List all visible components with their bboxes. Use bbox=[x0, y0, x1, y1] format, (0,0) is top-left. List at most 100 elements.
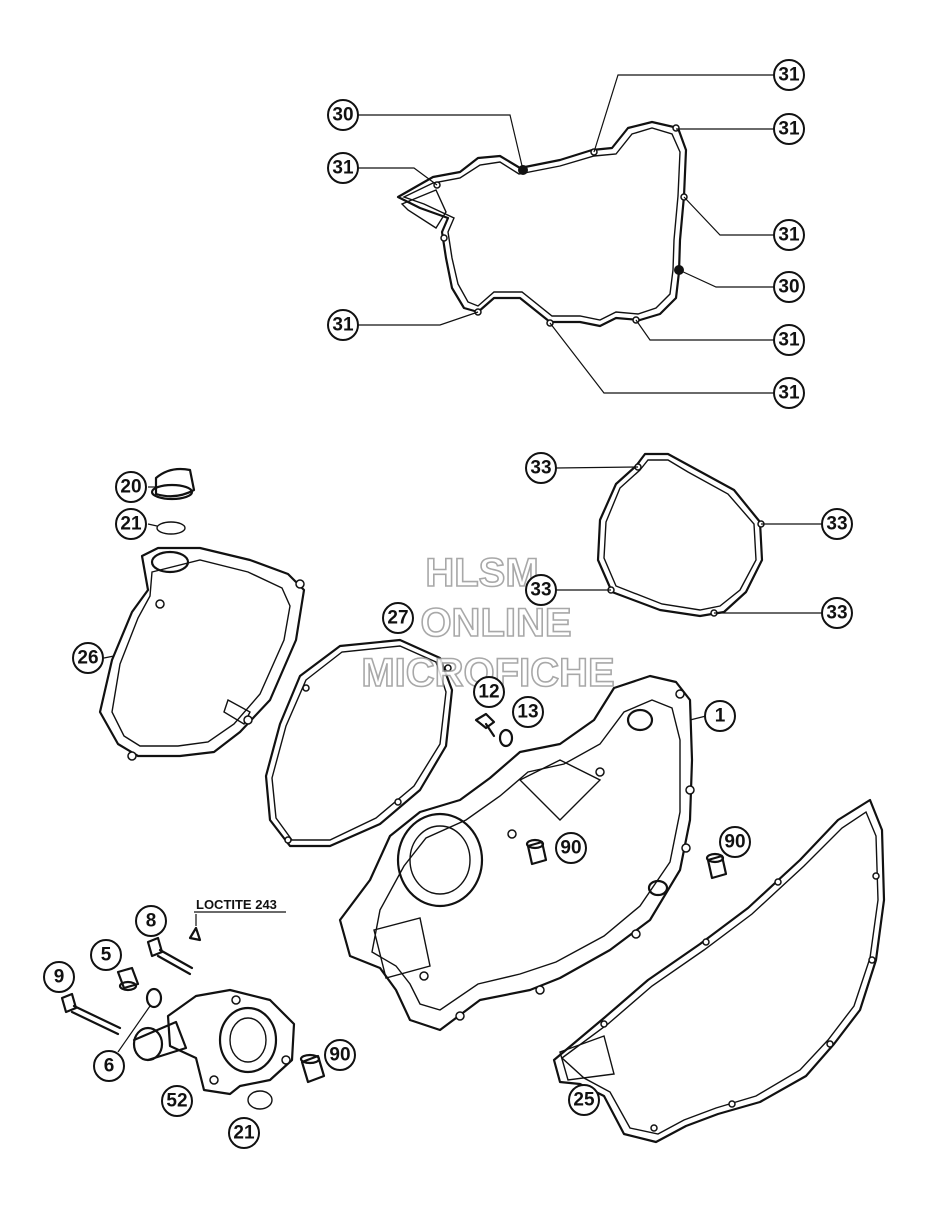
dowel-90-a bbox=[525, 838, 548, 866]
callout-30-b: 30 bbox=[773, 271, 805, 303]
svg-text:26: 26 bbox=[77, 648, 98, 669]
clutch-cover-gasket-27 bbox=[264, 638, 454, 848]
callout-33-b: 33 bbox=[821, 508, 853, 540]
leader-26 bbox=[103, 655, 115, 659]
svg-text:33: 33 bbox=[826, 603, 847, 624]
callout-33-a: 33 bbox=[525, 452, 557, 484]
callout-26: 26 bbox=[72, 642, 104, 674]
hole bbox=[681, 843, 691, 853]
svg-text:25: 25 bbox=[573, 1090, 595, 1111]
callout-31-c: 31 bbox=[327, 152, 359, 184]
callout-90-c: 90 bbox=[324, 1039, 356, 1071]
svg-text:1: 1 bbox=[715, 706, 726, 727]
callout-12: 12 bbox=[473, 676, 505, 708]
washer-6 bbox=[145, 987, 163, 1009]
svg-text:8: 8 bbox=[146, 911, 157, 932]
hole bbox=[600, 1020, 608, 1028]
hole bbox=[675, 689, 685, 699]
hole bbox=[444, 664, 452, 672]
callout-33-c: 33 bbox=[525, 574, 557, 606]
svg-text:31: 31 bbox=[778, 225, 800, 246]
leader-6 bbox=[117, 1005, 151, 1053]
callout-31-e: 31 bbox=[327, 309, 359, 341]
callout-30-a: 30 bbox=[327, 99, 359, 131]
callout-31-a: 31 bbox=[773, 59, 805, 91]
watermark-line2: ONLINE bbox=[420, 601, 571, 645]
svg-text:31: 31 bbox=[332, 158, 354, 179]
callout-5: 5 bbox=[90, 939, 122, 971]
oil-filler-plug-20 bbox=[150, 467, 196, 501]
svg-text:27: 27 bbox=[387, 608, 408, 629]
callout-90-b: 90 bbox=[719, 826, 751, 858]
callout-31-b: 31 bbox=[773, 113, 805, 145]
hole bbox=[685, 785, 695, 795]
hole bbox=[702, 938, 710, 946]
hole bbox=[868, 956, 876, 964]
dowel-90-c bbox=[299, 1053, 326, 1084]
callout-6: 6 bbox=[93, 1050, 125, 1082]
bolt-9 bbox=[60, 992, 122, 1036]
leader-21-a bbox=[147, 523, 158, 527]
hole bbox=[595, 767, 605, 777]
svg-text:90: 90 bbox=[724, 832, 745, 853]
ignition-cover-gasket-33 bbox=[596, 452, 765, 618]
hole bbox=[155, 599, 165, 609]
hole bbox=[243, 715, 253, 725]
hole bbox=[826, 1040, 834, 1048]
leader-1 bbox=[689, 715, 707, 721]
svg-text:5: 5 bbox=[101, 945, 112, 966]
clutch-cover-gasket-top bbox=[396, 120, 688, 328]
dowel-90-b bbox=[705, 852, 728, 880]
callout-31-g: 31 bbox=[773, 377, 805, 409]
callout-33-d: 33 bbox=[821, 597, 853, 629]
hole bbox=[672, 124, 680, 132]
hole bbox=[281, 1055, 291, 1065]
callout-52: 52 bbox=[161, 1085, 193, 1117]
hole bbox=[302, 684, 310, 692]
svg-text:31: 31 bbox=[778, 383, 800, 404]
svg-text:33: 33 bbox=[826, 514, 847, 535]
svg-text:90: 90 bbox=[560, 838, 581, 859]
svg-text:31: 31 bbox=[778, 65, 800, 86]
hole bbox=[295, 579, 305, 589]
callout-1: 1 bbox=[704, 700, 736, 732]
leader-lines-top bbox=[358, 74, 774, 394]
clutch-cover-1 bbox=[338, 674, 695, 1032]
callout-9: 9 bbox=[43, 961, 75, 993]
callout-31-d: 31 bbox=[773, 219, 805, 251]
svg-text:21: 21 bbox=[120, 514, 142, 535]
hole bbox=[631, 929, 641, 939]
svg-text:13: 13 bbox=[517, 702, 538, 723]
svg-text:33: 33 bbox=[530, 580, 551, 601]
callout-31-f: 31 bbox=[773, 324, 805, 356]
leader-lines-33 bbox=[555, 466, 822, 614]
o-ring-21-a bbox=[156, 521, 186, 535]
gasket-holes-top bbox=[433, 124, 688, 327]
hole bbox=[455, 1011, 465, 1021]
svg-text:33: 33 bbox=[530, 458, 551, 479]
water-pump-cover-52 bbox=[132, 988, 296, 1096]
hole bbox=[419, 971, 429, 981]
svg-text:31: 31 bbox=[332, 315, 354, 336]
svg-text:90: 90 bbox=[329, 1045, 350, 1066]
bolt-8 bbox=[146, 936, 194, 976]
hole bbox=[650, 1124, 658, 1132]
hole bbox=[774, 878, 782, 886]
hole bbox=[440, 234, 448, 242]
clutch-cover-26 bbox=[98, 546, 306, 761]
callout-27: 27 bbox=[382, 602, 414, 634]
hole bbox=[394, 798, 402, 806]
callout-21-b: 21 bbox=[228, 1117, 260, 1149]
svg-text:52: 52 bbox=[166, 1091, 187, 1112]
hole bbox=[209, 1075, 219, 1085]
plug-5 bbox=[116, 966, 140, 992]
callout-13: 13 bbox=[512, 696, 544, 728]
hole bbox=[284, 836, 292, 844]
svg-text:30: 30 bbox=[778, 277, 799, 298]
clutch-cover-gasket-25 bbox=[552, 798, 886, 1144]
hole bbox=[231, 995, 241, 1005]
svg-text:9: 9 bbox=[54, 967, 65, 988]
loctite-note: LOCTITE 243 bbox=[196, 897, 277, 912]
watermark-line1: HLSM bbox=[425, 551, 538, 595]
